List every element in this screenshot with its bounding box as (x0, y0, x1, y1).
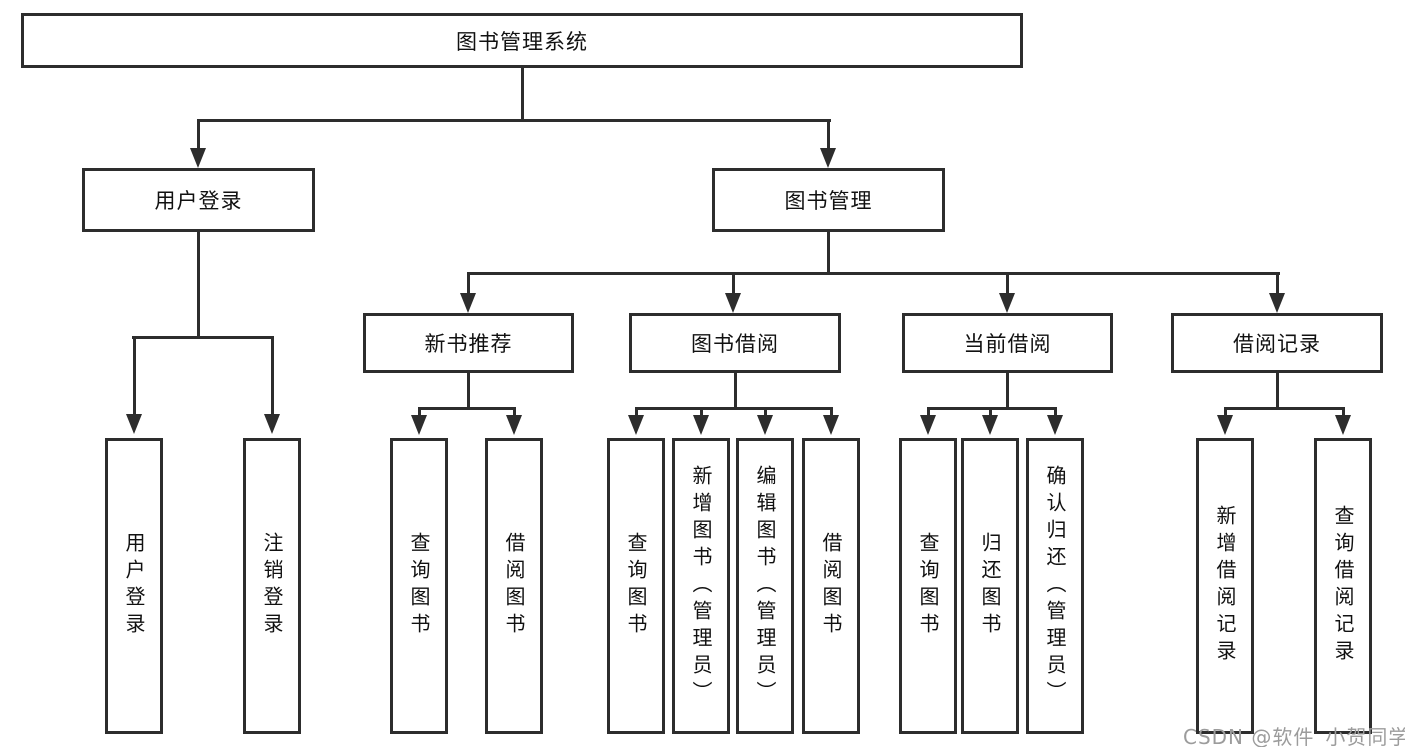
connector-line (1224, 409, 1227, 417)
connector-line (1054, 409, 1057, 417)
connector-line (700, 409, 703, 417)
leaf-query-books-3: 查询图书 (899, 438, 957, 734)
arrowhead-down-icon (126, 414, 142, 434)
node-label: 借阅记录 (1233, 332, 1321, 356)
leaf-label: 查询图书 (624, 532, 648, 640)
connector-line (418, 407, 516, 410)
node-current-borrowing: 当前借阅 (902, 313, 1113, 373)
leaf-label: 借阅图书 (819, 532, 843, 640)
connector-line (467, 272, 1280, 275)
arrowhead-down-icon (757, 415, 773, 435)
leaf-label: 用户登录 (122, 532, 146, 640)
connector-line (271, 338, 274, 416)
connector-line (734, 373, 737, 407)
leaf-confirm-return-admin: 确认归还（管理员） (1026, 438, 1084, 734)
leaf-label: 查询借阅记录 (1331, 505, 1355, 667)
connector-line (827, 232, 830, 272)
connector-line (467, 274, 470, 295)
node-label: 当前借阅 (963, 332, 1052, 356)
arrowhead-down-icon (820, 148, 836, 168)
connector-line (764, 409, 767, 417)
leaf-label: 编辑图书（管理员） (753, 464, 777, 708)
node-label: 图书借阅 (691, 332, 779, 356)
node-library-management-system: 图书管理系统 (21, 13, 1023, 68)
arrowhead-down-icon (1047, 415, 1063, 435)
leaf-label: 查询图书 (407, 532, 431, 640)
arrowhead-down-icon (1335, 415, 1351, 435)
leaf-add-books-admin: 新增图书（管理员） (672, 438, 730, 734)
connector-line (197, 119, 831, 122)
connector-line (467, 373, 470, 407)
arrowhead-down-icon (725, 293, 741, 313)
connector-line (197, 121, 200, 149)
connector-line (513, 409, 516, 417)
leaf-label: 归还图书 (978, 532, 1002, 640)
node-book-borrowing: 图书借阅 (629, 313, 841, 373)
arrowhead-down-icon (999, 293, 1015, 313)
connector-line (418, 409, 421, 417)
connector-line (1006, 373, 1009, 407)
leaf-edit-books-admin: 编辑图书（管理员） (736, 438, 794, 734)
connector-line (1276, 373, 1279, 407)
connector-line (927, 409, 930, 417)
leaf-label: 查询图书 (916, 532, 940, 640)
arrowhead-down-icon (628, 415, 644, 435)
arrowhead-down-icon (411, 415, 427, 435)
leaf-label: 借阅图书 (502, 532, 526, 640)
leaf-label: 确认归还（管理员） (1043, 464, 1067, 708)
node-label: 图书管理系统 (456, 29, 588, 54)
leaf-return-books: 归还图书 (961, 438, 1019, 734)
arrowhead-down-icon (190, 148, 206, 168)
arrowhead-down-icon (982, 415, 998, 435)
connector-line (1224, 407, 1345, 410)
connector-line (197, 232, 200, 336)
arrowhead-down-icon (1217, 415, 1233, 435)
connector-line (635, 407, 833, 410)
arrowhead-down-icon (920, 415, 936, 435)
csdn-watermark: CSDN @软件_小贺同学 (1183, 725, 1405, 747)
connector-line (830, 409, 833, 417)
connector-line (1276, 274, 1279, 295)
leaf-query-books-1: 查询图书 (390, 438, 448, 734)
node-label: 图书管理 (784, 189, 873, 213)
connector-line (132, 336, 274, 339)
node-new-book-recommendation: 新书推荐 (363, 313, 574, 373)
leaf-label: 注销登录 (260, 532, 284, 640)
connector-line (927, 407, 1057, 410)
arrowhead-down-icon (823, 415, 839, 435)
leaf-logout: 注销登录 (243, 438, 301, 734)
leaf-add-borrow-record: 新增借阅记录 (1196, 438, 1254, 734)
connector-line (732, 274, 735, 295)
connector-line (133, 338, 136, 416)
node-label: 用户登录 (154, 189, 243, 213)
arrowhead-down-icon (264, 414, 280, 434)
connector-line (989, 409, 992, 417)
leaf-query-borrow-record: 查询借阅记录 (1314, 438, 1372, 734)
arrowhead-down-icon (693, 415, 709, 435)
arrowhead-down-icon (1269, 293, 1285, 313)
arrowhead-down-icon (506, 415, 522, 435)
leaf-label: 新增借阅记录 (1213, 505, 1237, 667)
arrowhead-down-icon (460, 293, 476, 313)
connector-line (635, 409, 638, 417)
leaf-user-login: 用户登录 (105, 438, 163, 734)
leaf-borrow-books-1: 借阅图书 (485, 438, 543, 734)
node-label: 新书推荐 (424, 332, 513, 356)
node-borrowing-records: 借阅记录 (1171, 313, 1383, 373)
connector-line (1006, 274, 1009, 295)
leaf-borrow-books-2: 借阅图书 (802, 438, 860, 734)
connector-line (521, 68, 524, 119)
leaf-label: 新增图书（管理员） (689, 464, 713, 708)
leaf-query-books-2: 查询图书 (607, 438, 665, 734)
connector-line (827, 121, 830, 149)
node-user-login: 用户登录 (82, 168, 315, 232)
connector-line (1342, 409, 1345, 417)
node-book-management: 图书管理 (712, 168, 945, 232)
